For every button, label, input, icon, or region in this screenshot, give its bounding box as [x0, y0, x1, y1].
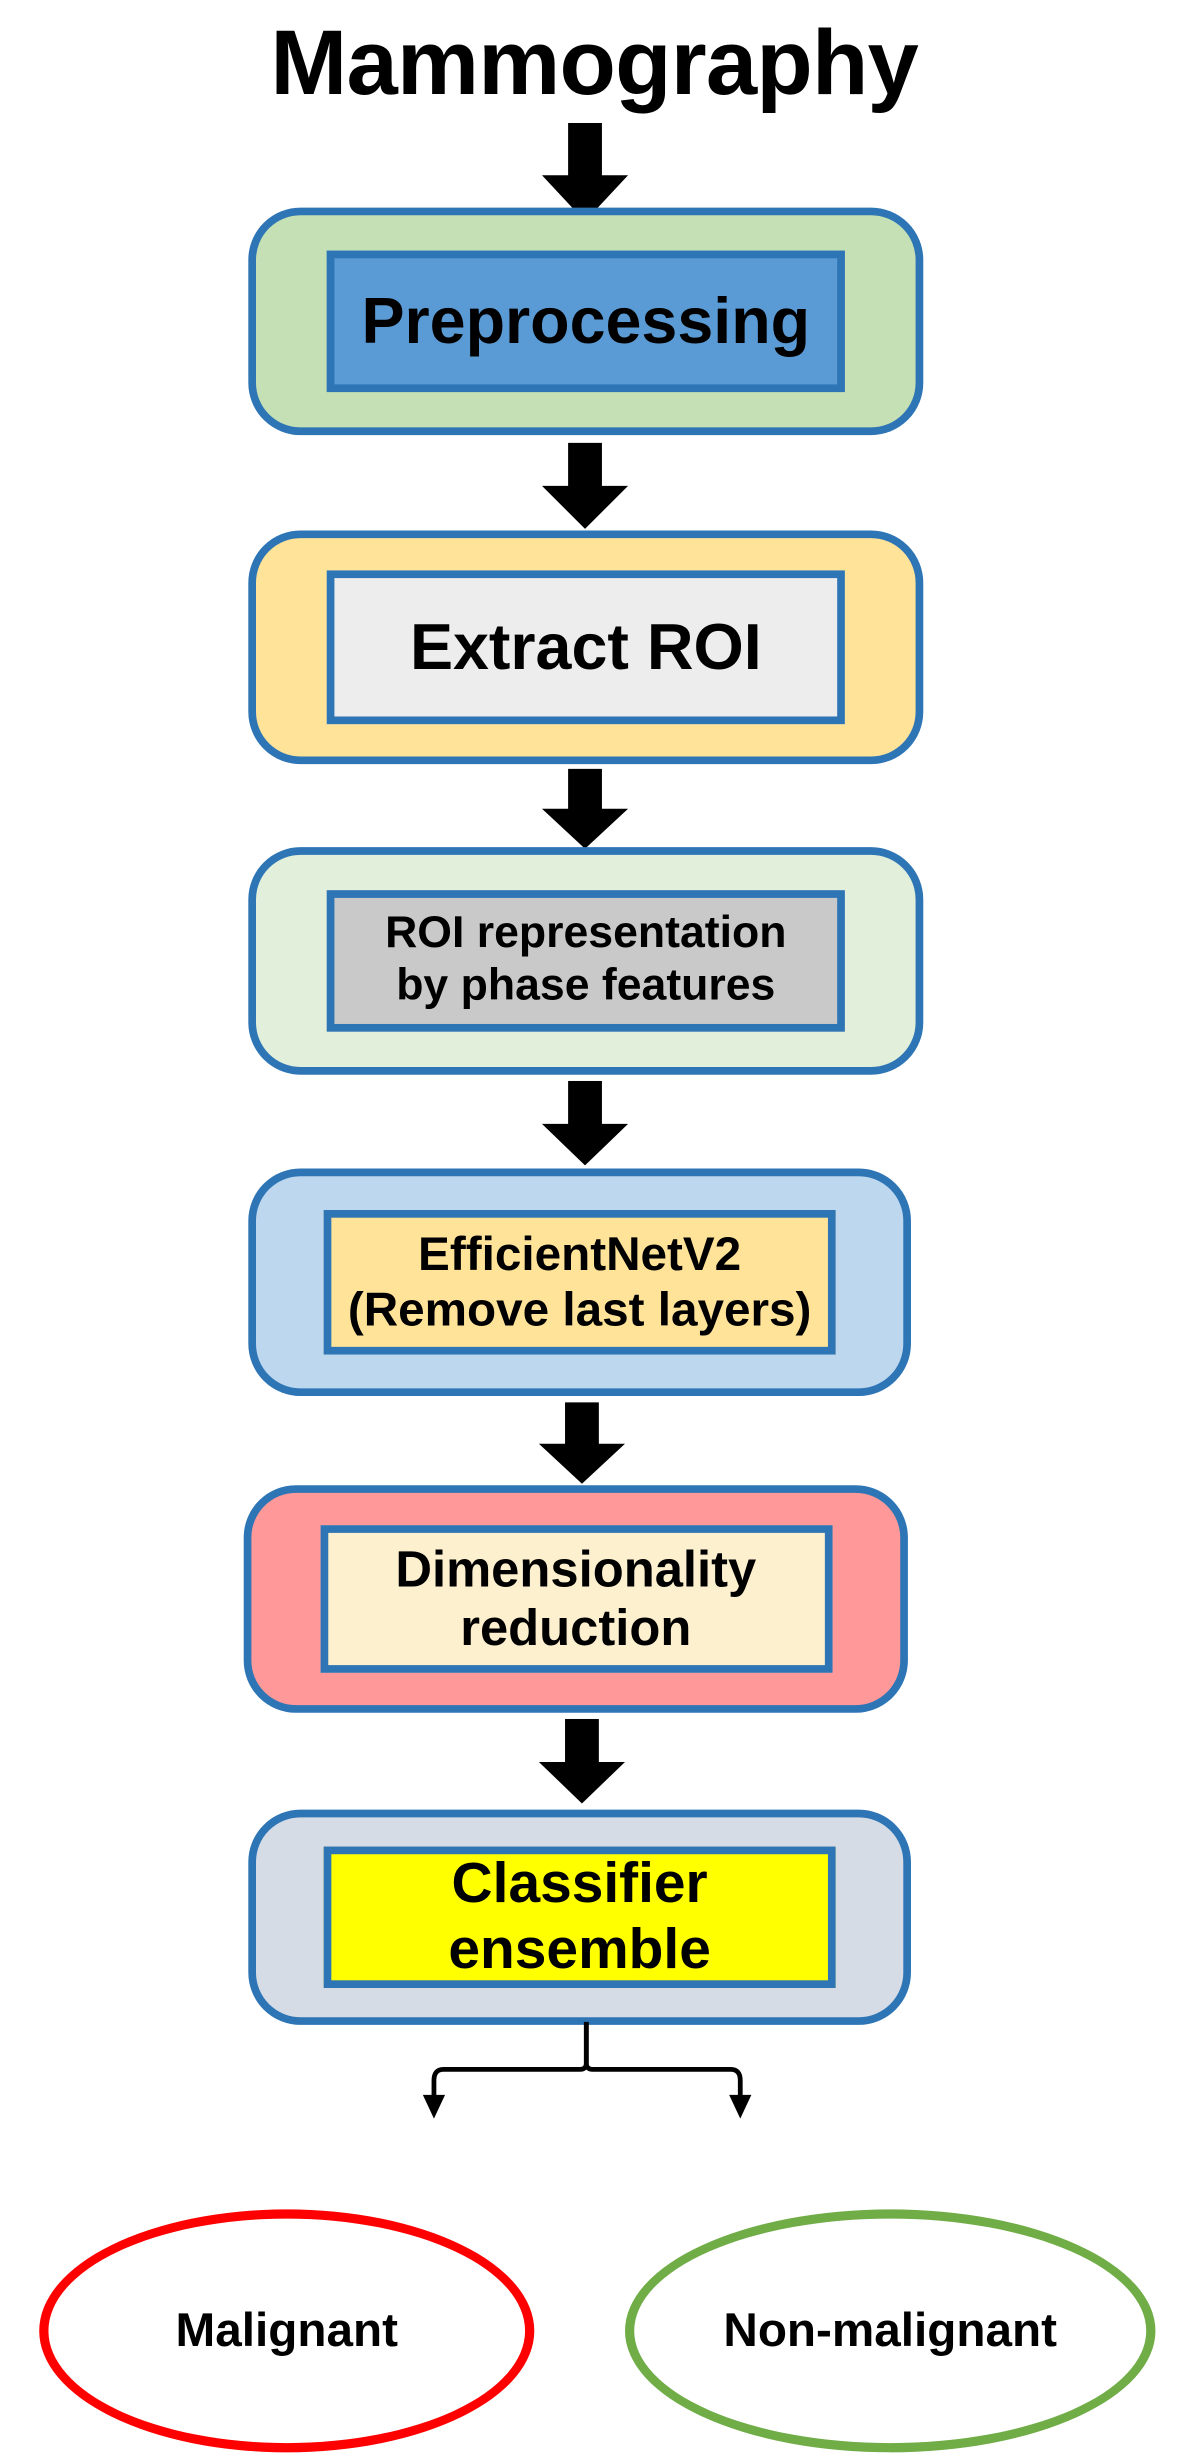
outcome-non-malignant-label: Non-malignant — [723, 2303, 1057, 2357]
stage-dimensionality-reduction-inner: Dimensionality reduction — [319, 1525, 832, 1673]
stage-roi-representation-inner: ROI representation by phase features — [326, 890, 845, 1032]
stage-efficientnetv2[interactable]: EfficientNetV2 (Remove last layers) — [248, 1168, 911, 1397]
down-arrow-icon — [541, 123, 628, 222]
outcome-malignant-label: Malignant — [175, 2303, 398, 2357]
down-arrow-icon — [541, 1080, 628, 1166]
down-arrow-icon — [538, 1402, 625, 1484]
stage-efficientnetv2-inner: EfficientNetV2 (Remove last layers) — [323, 1210, 836, 1355]
flowchart-diagram: Mammography Preprocessing Extract ROI RO… — [9, 0, 1179, 2460]
branch-arrow-icon — [422, 2094, 445, 2119]
stage-preprocessing[interactable]: Preprocessing — [248, 207, 924, 436]
down-arrow-icon — [538, 1718, 625, 1804]
outcome-non-malignant[interactable]: Non-malignant — [624, 2209, 1156, 2453]
stage-preprocessing-inner: Preprocessing — [326, 250, 845, 393]
stage-classifier-ensemble-inner: Classifier ensemble — [323, 1846, 836, 1988]
stage-classifier-ensemble[interactable]: Classifier ensemble — [248, 1809, 911, 2025]
outcome-malignant[interactable]: Malignant — [38, 2209, 535, 2453]
stage-roi-representation[interactable]: ROI representation by phase features — [248, 847, 924, 1075]
branch-arrow-icon — [728, 2094, 752, 2119]
stage-dimensionality-reduction[interactable]: Dimensionality reduction — [243, 1485, 908, 1713]
down-arrow-icon — [541, 768, 628, 849]
down-arrow-icon — [541, 442, 628, 529]
stage-extract-roi[interactable]: Extract ROI — [248, 530, 924, 765]
diagram-title: Mammography — [270, 10, 918, 114]
stage-extract-roi-inner: Extract ROI — [326, 570, 845, 725]
